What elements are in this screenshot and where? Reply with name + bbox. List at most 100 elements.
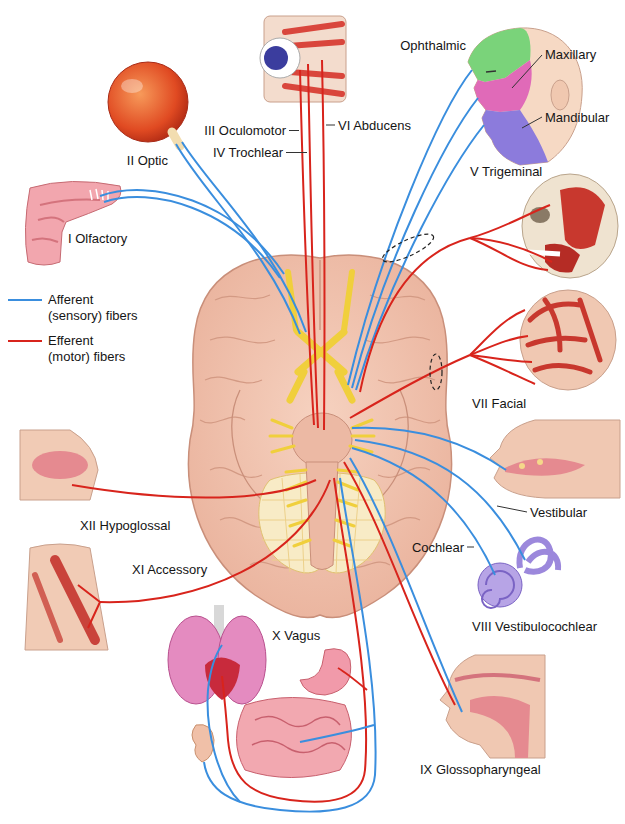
nerve-fibers-part	[352, 448, 495, 575]
nerve-label: Maxillary	[545, 47, 596, 62]
eye-orbit-muscles-part	[264, 46, 288, 70]
skull-jaw-muscles	[522, 174, 618, 278]
skull-jaw-muscles-part	[522, 174, 618, 278]
nerve-fibers-part	[338, 668, 367, 690]
nerve-label: Ophthalmic	[400, 38, 466, 53]
nerve-fibers-part	[350, 355, 470, 418]
nerve-fibers-part	[104, 197, 280, 278]
legend-text: Efferent (motor) fibers	[48, 333, 134, 365]
tongue-jaw-part	[20, 430, 98, 500]
face-sensory-regions-part	[482, 110, 548, 165]
inner-ear-part	[478, 563, 522, 607]
nerve-label: III Oculomotor	[204, 123, 286, 138]
leader-lines	[286, 55, 542, 547]
nerve-fibers-part	[78, 585, 100, 628]
nerve-fibers-part	[72, 480, 316, 498]
mouth-tongue-section	[490, 420, 620, 498]
nerve-fibers-part	[308, 64, 318, 428]
eye-orbit-muscles-part	[264, 16, 346, 102]
eyeball	[108, 62, 188, 146]
nerve-label: Cochlear	[412, 540, 464, 555]
face-muscles-part	[528, 300, 600, 372]
throat-section	[440, 655, 545, 758]
nerve-label: VIII Vestibulocochlear	[472, 619, 597, 634]
nerve-label: Vestibular	[530, 505, 587, 520]
legend-line	[8, 299, 42, 301]
nerve-fibers-part	[344, 462, 455, 705]
nerve-roots-part	[290, 332, 352, 400]
inner-ear-part	[482, 571, 514, 608]
nerve-fibers-part	[204, 478, 376, 812]
thoracic-abdominal-organs-part	[237, 698, 352, 778]
legend-line	[8, 340, 42, 342]
thoracic-abdominal-organs-part	[252, 716, 345, 752]
face-muscles-part	[520, 290, 616, 390]
nerve-fibers-part	[360, 238, 470, 392]
nerve-fibers	[72, 60, 552, 812]
inner-ear-part	[519, 540, 558, 572]
eye-orbit-muscles	[260, 16, 346, 102]
nerve-fibers-part	[322, 60, 324, 430]
nerve-label: VI Abducens	[338, 118, 411, 133]
face-sensory-regions-part	[551, 80, 569, 110]
nerve-roots-part	[270, 420, 374, 546]
skull-jaw-muscles-part	[545, 244, 580, 273]
nerve-roots-part	[344, 272, 352, 330]
neck	[25, 544, 108, 650]
nerve-roots	[270, 272, 374, 546]
nerve-fibers-part	[470, 205, 550, 238]
neck-part	[35, 575, 60, 640]
face-sensory-regions-part	[486, 71, 496, 72]
nerve-label: IX Glossopharyngeal	[420, 762, 541, 777]
face-muscles	[520, 290, 616, 390]
leader-lines-part	[286, 55, 542, 547]
nerve-label: VII Facial	[472, 396, 526, 411]
eyeball-part	[172, 132, 180, 146]
mouth-tongue-section-part	[490, 420, 620, 498]
eye-orbit-muscles-part	[260, 38, 300, 78]
nerve-fibers-part	[350, 458, 462, 712]
nerve-fibers-part	[470, 355, 535, 384]
mouth-tongue-section-part	[519, 463, 525, 469]
legend-text: Afferent (sensory) fibers	[48, 292, 142, 324]
tongue-jaw	[20, 430, 98, 500]
nerve-fibers-part	[352, 428, 506, 470]
dashed-bracket-part	[379, 229, 437, 267]
nerve-label: I Olfactory	[68, 231, 127, 246]
brainstem-part	[292, 413, 352, 467]
dashed-bracket-part	[430, 354, 442, 390]
skull-jaw-muscles-part	[560, 187, 605, 249]
nerve-fibers-part	[470, 238, 548, 270]
thoracic-abdominal-organs	[168, 605, 351, 778]
brain	[188, 255, 451, 618]
dashed-bracket	[379, 229, 442, 390]
nerve-label: XII Hypoglossal	[80, 518, 170, 533]
nerve-fibers-part	[208, 645, 240, 802]
throat-section-part	[470, 696, 530, 758]
nerve-fibers-part	[176, 144, 300, 334]
brain-part	[319, 260, 320, 330]
nerve-label: XI Accessory	[132, 562, 207, 577]
nerve-label: V Trigeminal	[470, 164, 542, 179]
nerve-label: II Optic	[127, 153, 168, 168]
face-sensory-regions-part	[474, 60, 532, 112]
nerve-fibers-part	[222, 478, 366, 802]
mouth-tongue-section-part	[505, 458, 585, 476]
nerve-fibers-part	[300, 725, 374, 742]
nerve-fibers-part	[470, 336, 528, 355]
eyeball-part	[121, 79, 143, 93]
nerve-label: X Vagus	[272, 628, 320, 643]
mouth-tongue-section-part	[537, 459, 543, 465]
brain-part	[188, 255, 451, 618]
nerve-fibers-part	[356, 125, 484, 390]
throat-section-part	[440, 655, 545, 758]
nerve-fibers-part	[470, 310, 525, 355]
inner-ear	[478, 540, 558, 608]
tongue-jaw-part	[32, 451, 88, 479]
nerve-fibers-part	[182, 142, 306, 332]
neck-part	[25, 544, 108, 650]
nerve-fibers-part	[100, 190, 284, 274]
